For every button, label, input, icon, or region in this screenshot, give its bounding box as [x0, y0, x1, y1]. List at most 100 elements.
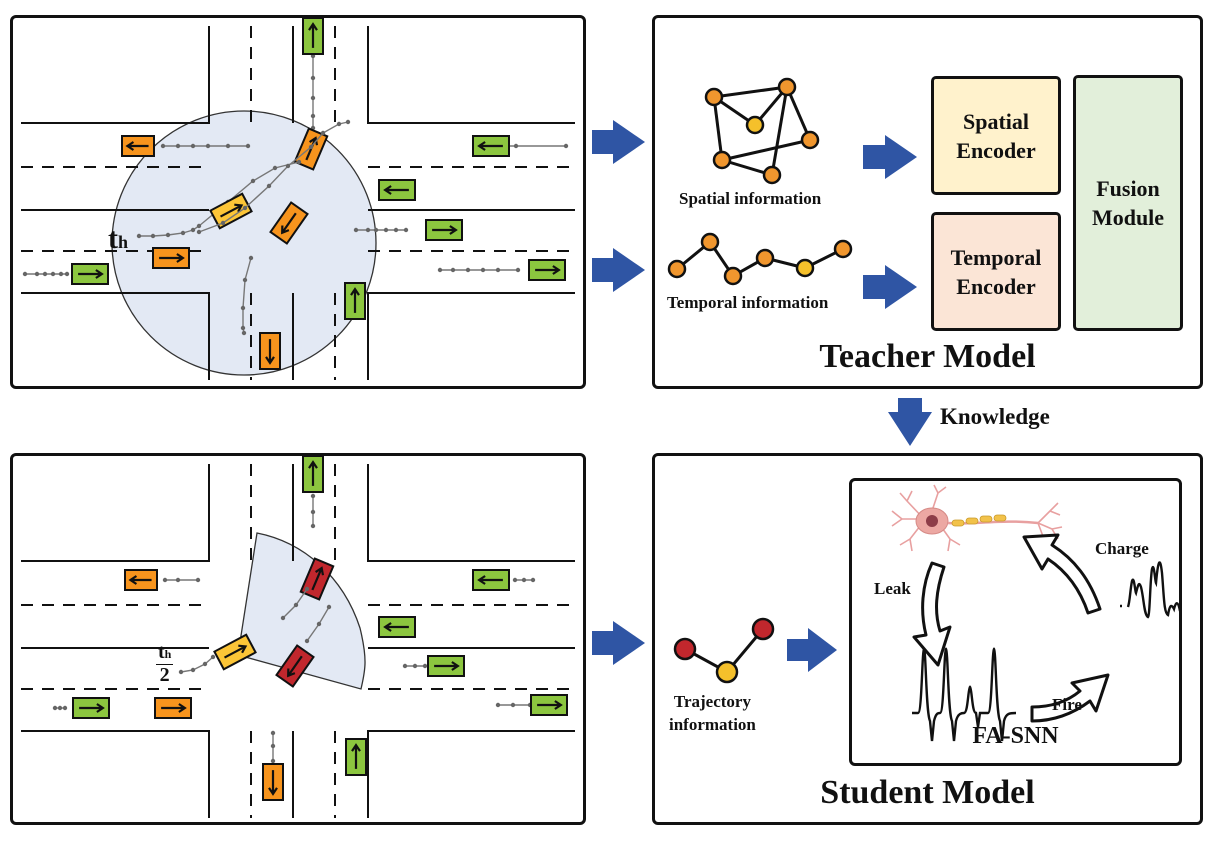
teacher-model-title: Teacher Model — [819, 338, 1036, 375]
fusion-module-line1: Fusion — [1096, 176, 1160, 201]
trajectory-point — [195, 577, 201, 583]
arrow-forward-icon — [308, 460, 318, 486]
trajectory-point — [310, 509, 316, 515]
trajectory-point — [240, 305, 246, 311]
trajectory-point — [437, 267, 443, 273]
vehicle — [345, 738, 367, 776]
trajectory-point — [178, 669, 184, 675]
trajectory-point — [513, 143, 519, 149]
trajectory-point — [160, 143, 166, 149]
arrow-right-icon — [863, 265, 917, 309]
arrow-right-icon — [787, 628, 837, 672]
trajectory-point — [310, 75, 316, 81]
arrow-forward-icon — [311, 566, 325, 591]
trajectory-point — [196, 229, 202, 235]
trajectory-point — [165, 232, 171, 238]
spatial-encoder-line1: Spatial — [962, 108, 1029, 134]
vehicle — [154, 697, 192, 719]
vehicle — [425, 219, 463, 241]
trajectory-line1: Trajectory — [673, 692, 751, 711]
arrow-forward-icon — [308, 22, 318, 48]
trajectory-point — [403, 227, 409, 233]
trajectory-point — [304, 638, 310, 644]
vehicle — [121, 135, 155, 157]
arrow-right-icon — [592, 248, 645, 292]
trajectory-point — [242, 277, 248, 283]
trajectory-point — [304, 586, 310, 592]
arrow-backward-icon — [477, 575, 503, 585]
road-edge — [367, 464, 575, 562]
trajectory-point — [365, 227, 371, 233]
intersection-diagram — [21, 456, 575, 818]
arrow-forward-icon — [223, 644, 248, 659]
trajectory-point — [353, 227, 359, 233]
trajectory-point — [316, 621, 322, 627]
arrow-forward-icon — [537, 700, 563, 710]
trajectory-information-label: Trajectory information — [669, 690, 756, 736]
charge-label: Charge — [1095, 539, 1149, 558]
trajectory-point — [326, 604, 332, 610]
road-edge — [21, 730, 210, 818]
trajectory-line2: information — [669, 715, 756, 734]
vehicle — [262, 763, 284, 801]
trajectory-trail — [139, 161, 300, 237]
arrow-forward-icon — [535, 265, 561, 275]
vehicle — [427, 655, 465, 677]
vehicle — [124, 569, 158, 591]
trajectory-point — [345, 119, 351, 125]
road-edge — [21, 292, 210, 380]
traffic-scene-full-horizon: th — [10, 15, 586, 389]
temporal-encoder-line1: Temporal — [950, 244, 1042, 270]
trajectory-point — [383, 227, 389, 233]
trajectory-point — [180, 230, 186, 236]
trajectory-point — [242, 205, 248, 211]
trajectory-point — [190, 227, 196, 233]
intersection-diagram — [21, 18, 575, 380]
trajectory-point — [190, 667, 196, 673]
arrow-forward-icon — [351, 743, 361, 769]
road-markings — [21, 464, 575, 818]
trajectory-point — [422, 663, 428, 669]
road-edge — [21, 464, 210, 562]
traffic-scene-half-horizon: th 2 — [10, 453, 586, 825]
student-model-panel: Trajectory information — [652, 453, 1203, 825]
trajectory-point — [245, 143, 251, 149]
arrow-right-icon — [592, 621, 645, 665]
time-denominator: 2 — [159, 664, 170, 686]
trajectory-point — [220, 220, 226, 226]
vehicle — [152, 247, 190, 269]
arrow-forward-icon — [79, 703, 105, 713]
trajectory-point — [495, 702, 501, 708]
membrane-potential-trace — [1120, 561, 1179, 619]
spatial-information-label: Spatial information — [679, 189, 822, 208]
vehicle — [71, 263, 109, 285]
lane-dividers — [21, 464, 575, 818]
trajectory-point — [22, 271, 28, 277]
leak-label: Leak — [874, 579, 911, 598]
arrow-backward-icon — [287, 655, 303, 678]
trajectory-point — [285, 163, 291, 169]
trajectory-point — [310, 493, 316, 499]
trajectory-point — [57, 705, 63, 711]
fusion-module-block: Fusion Module — [1073, 75, 1183, 331]
arrow-forward-icon — [434, 661, 460, 671]
vehicle — [259, 332, 281, 370]
temporal-encoder-block: Temporal Encoder — [931, 212, 1061, 331]
vehicle — [378, 179, 416, 201]
trajectory-point — [150, 233, 156, 239]
trajectory-point — [240, 325, 246, 331]
vehicle — [302, 18, 324, 55]
trajectory-point — [162, 577, 168, 583]
arrow-forward-icon — [219, 203, 244, 218]
vehicle — [530, 694, 568, 716]
interaction-zone-circle — [111, 110, 377, 376]
trajectory-point — [225, 143, 231, 149]
trajectory-point — [310, 95, 316, 101]
spike-train — [912, 647, 1017, 742]
road-markings — [21, 26, 575, 380]
road-edge — [367, 26, 575, 124]
trajectory-point — [495, 267, 501, 273]
trajectory-point — [175, 577, 181, 583]
time-subscript: h — [164, 647, 172, 661]
trajectory-point — [202, 661, 208, 667]
